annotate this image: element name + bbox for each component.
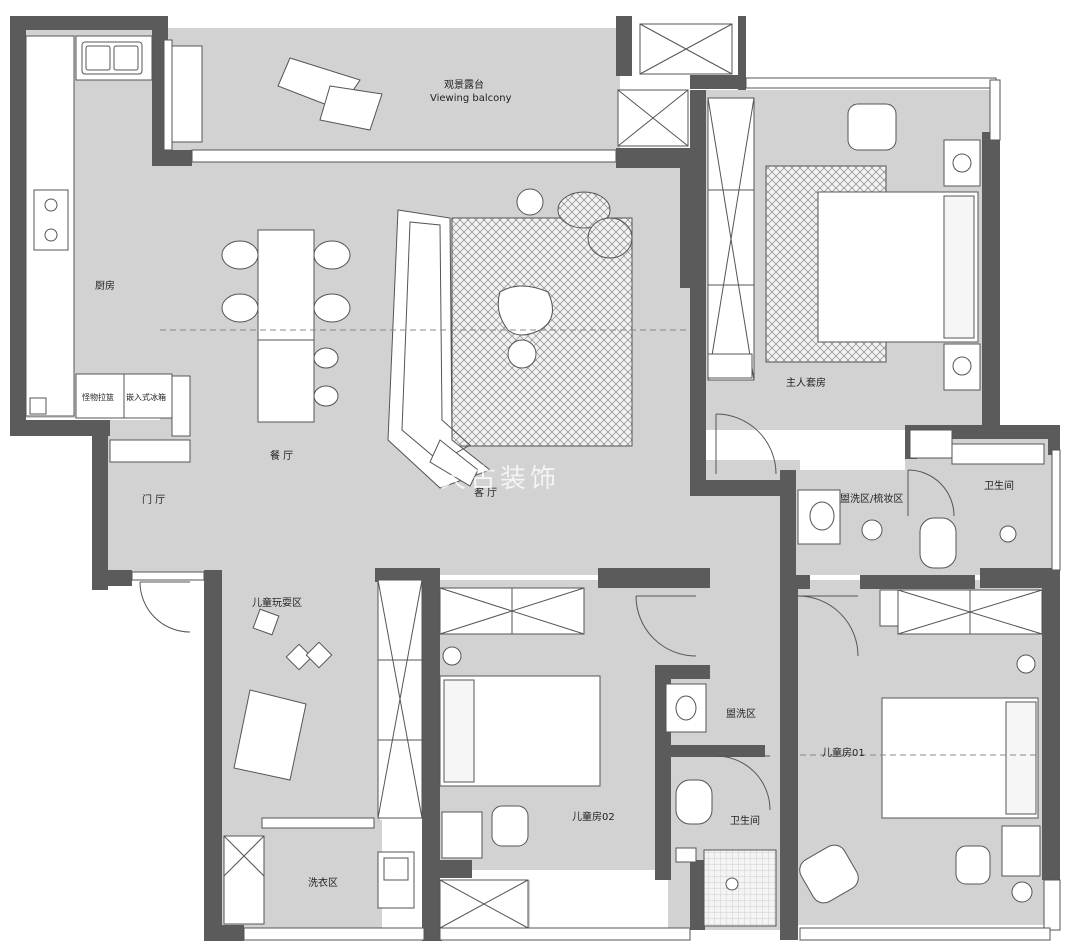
label-pullout-basket: 怪物拉篮: [82, 393, 114, 402]
label-bath-2: 卫生间: [730, 816, 760, 827]
label-kids-room-01: 儿童房01: [822, 748, 865, 759]
play-floor: [210, 570, 380, 820]
dining-set: [221, 229, 351, 423]
balcony-furniture: [171, 23, 733, 147]
laundry-fixtures: [223, 817, 415, 925]
label-kids-room-02: 儿童房02: [572, 812, 615, 823]
kid01-desk: [1001, 825, 1041, 877]
label-dining: 餐 厅: [270, 451, 294, 462]
kid02-furniture: [439, 587, 601, 929]
lounger-2: [319, 85, 383, 131]
master-nightstand-2: [943, 343, 981, 391]
armchair-2: [587, 217, 633, 259]
laundry-cabinet: [223, 835, 265, 925]
master-armchair: [847, 103, 897, 151]
label-living: 客 厅: [474, 488, 498, 499]
label-wash-area: 盥洗区: [726, 709, 756, 720]
living-set: [387, 188, 633, 489]
label-kitchen: 厨房: [95, 281, 115, 292]
windows: [131, 39, 1061, 941]
master-nightstand-1: [943, 139, 981, 187]
armchair-1: [557, 191, 611, 229]
island: [257, 339, 315, 423]
label-entrance: 门 厅: [142, 495, 166, 506]
label-balcony-en: Viewing balcony: [430, 93, 512, 104]
label-master-vanity: 盥洗区/梳妆区: [840, 494, 904, 505]
master-bath-fixtures: [797, 429, 1045, 569]
label-master: 主人套房: [786, 378, 826, 389]
master-toilet: [919, 517, 957, 569]
balcony-floor: [160, 28, 620, 150]
label-kids-play: 儿童玩耍区: [252, 598, 302, 609]
kid02-desk: [441, 811, 483, 859]
label-master-bath: 卫生间: [984, 481, 1014, 492]
walls: [10, 16, 1060, 941]
watermark: 天古装饰: [440, 464, 561, 494]
planter: [171, 45, 203, 143]
side-table: [516, 188, 544, 216]
kitchen-cabinets: [25, 35, 191, 437]
bath2-shower: [703, 849, 777, 927]
label-fridge: 嵌入式冰箱: [126, 393, 166, 402]
label-balcony-cn: 观景露台: [444, 80, 484, 91]
bath2-toilet: [675, 779, 713, 825]
shoe-cabinet: [109, 439, 191, 463]
bath2-fixtures: [665, 683, 777, 927]
dining-table: [257, 229, 315, 341]
kid01-furniture: [799, 589, 1043, 904]
master-furniture: [707, 97, 981, 391]
play-lounge-chair: [233, 689, 307, 781]
play-furniture: [109, 439, 423, 819]
sofa: [387, 209, 492, 489]
label-laundry: 洗衣区: [308, 878, 338, 889]
doors: [139, 329, 1040, 811]
